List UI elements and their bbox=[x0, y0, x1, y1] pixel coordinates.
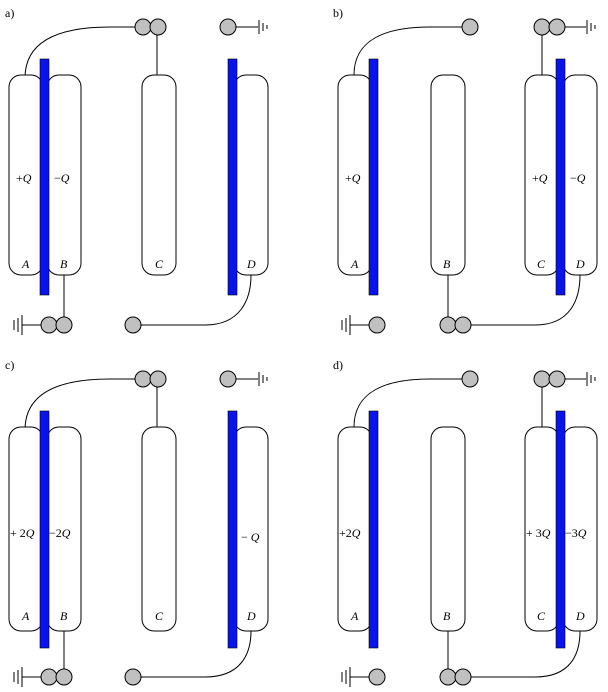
plate-d bbox=[233, 426, 269, 632]
ground-icon bbox=[13, 667, 23, 687]
wire-a-top bbox=[353, 378, 462, 428]
terminal bbox=[439, 668, 457, 686]
ground-icon bbox=[258, 372, 268, 386]
terminal bbox=[40, 668, 58, 686]
ground-icon bbox=[341, 315, 351, 335]
panel-label-a: a) bbox=[5, 6, 14, 20]
terminal bbox=[55, 668, 73, 686]
terminal bbox=[454, 668, 472, 686]
plate-label-b: B bbox=[60, 609, 68, 623]
terminal bbox=[368, 316, 386, 334]
ground-icon bbox=[258, 20, 268, 34]
terminal bbox=[533, 370, 551, 388]
terminal bbox=[548, 18, 566, 36]
panel-label-d: d) bbox=[333, 358, 343, 372]
wire-d-bottom bbox=[471, 630, 581, 678]
plate-label-c: C bbox=[155, 609, 164, 623]
wire-a-top bbox=[353, 26, 462, 76]
dielectric-slab bbox=[227, 410, 238, 649]
terminal bbox=[548, 370, 566, 388]
terminal bbox=[439, 316, 457, 334]
terminal bbox=[219, 370, 237, 388]
plate-label-a: A bbox=[21, 609, 30, 623]
plate-c bbox=[141, 426, 177, 632]
plate-label-c: C bbox=[537, 257, 546, 271]
charge-b: −2Q bbox=[49, 526, 71, 540]
ground-icon bbox=[13, 315, 23, 335]
wire-d-bottom bbox=[141, 630, 252, 678]
dielectric-slab bbox=[368, 58, 379, 296]
plate-b bbox=[430, 74, 466, 276]
plate-label-d: D bbox=[246, 609, 256, 623]
terminal bbox=[134, 18, 152, 36]
plate-label-b: B bbox=[60, 257, 68, 271]
plate-label-d: D bbox=[575, 609, 585, 623]
dielectric-slab bbox=[368, 410, 379, 649]
plate-label-a: A bbox=[21, 257, 30, 271]
terminal bbox=[124, 668, 142, 686]
charge-a: +2Q bbox=[339, 526, 361, 540]
plate-c bbox=[141, 74, 177, 276]
terminal bbox=[124, 316, 142, 334]
plate-label-a: A bbox=[350, 609, 359, 623]
dielectric-slab bbox=[39, 410, 50, 649]
terminal bbox=[134, 370, 152, 388]
wire-a-top bbox=[24, 26, 140, 79]
ground-icon bbox=[341, 667, 351, 687]
plate-label-d: D bbox=[575, 257, 585, 271]
terminal bbox=[149, 370, 167, 388]
dielectric-slab bbox=[555, 410, 566, 649]
dielectric-slab bbox=[555, 58, 566, 296]
plate-label-c: C bbox=[155, 257, 164, 271]
dielectric-slab bbox=[39, 58, 50, 296]
charge-c: +Q bbox=[532, 171, 548, 185]
panel-label-c: c) bbox=[5, 358, 14, 372]
terminal bbox=[40, 316, 58, 334]
terminal bbox=[461, 370, 479, 388]
terminal bbox=[149, 18, 167, 36]
panel-c: c) + 2Q −2Q − Q A B C D bbox=[5, 358, 269, 687]
panel-a: a) +Q −Q A B C D bbox=[5, 6, 269, 335]
charge-d: −Q bbox=[570, 171, 586, 185]
charge-d: −3Q bbox=[565, 526, 587, 540]
terminal bbox=[454, 316, 472, 334]
terminal bbox=[55, 316, 73, 334]
plate-d bbox=[233, 74, 269, 276]
charge-c: + 3Q bbox=[526, 526, 551, 540]
wire-a-top bbox=[24, 378, 140, 431]
terminal bbox=[219, 18, 237, 36]
wire-d-bottom bbox=[471, 274, 581, 326]
ground-icon bbox=[586, 372, 596, 386]
charge-b: −Q bbox=[54, 171, 70, 185]
plate-b bbox=[430, 426, 466, 632]
charge-a: +Q bbox=[16, 171, 32, 185]
ground-icon bbox=[586, 20, 596, 34]
dielectric-slab bbox=[227, 58, 238, 296]
charge-d: − Q bbox=[241, 530, 260, 544]
terminal bbox=[368, 668, 386, 686]
plate-label-b: B bbox=[443, 609, 451, 623]
plate-label-d: D bbox=[246, 257, 256, 271]
plate-label-b: B bbox=[443, 257, 451, 271]
charge-a: +Q bbox=[345, 171, 361, 185]
plate-label-c: C bbox=[537, 609, 546, 623]
terminal bbox=[533, 18, 551, 36]
wire-d-bottom bbox=[141, 274, 252, 326]
plate-label-a: A bbox=[350, 257, 359, 271]
charge-a: + 2Q bbox=[10, 526, 35, 540]
panel-label-b: b) bbox=[333, 6, 343, 20]
terminal bbox=[461, 18, 479, 36]
panel-d: d) +2Q + 3Q −3Q A B C D bbox=[333, 358, 598, 687]
panel-b: b) +Q +Q −Q A B C D bbox=[333, 6, 598, 335]
